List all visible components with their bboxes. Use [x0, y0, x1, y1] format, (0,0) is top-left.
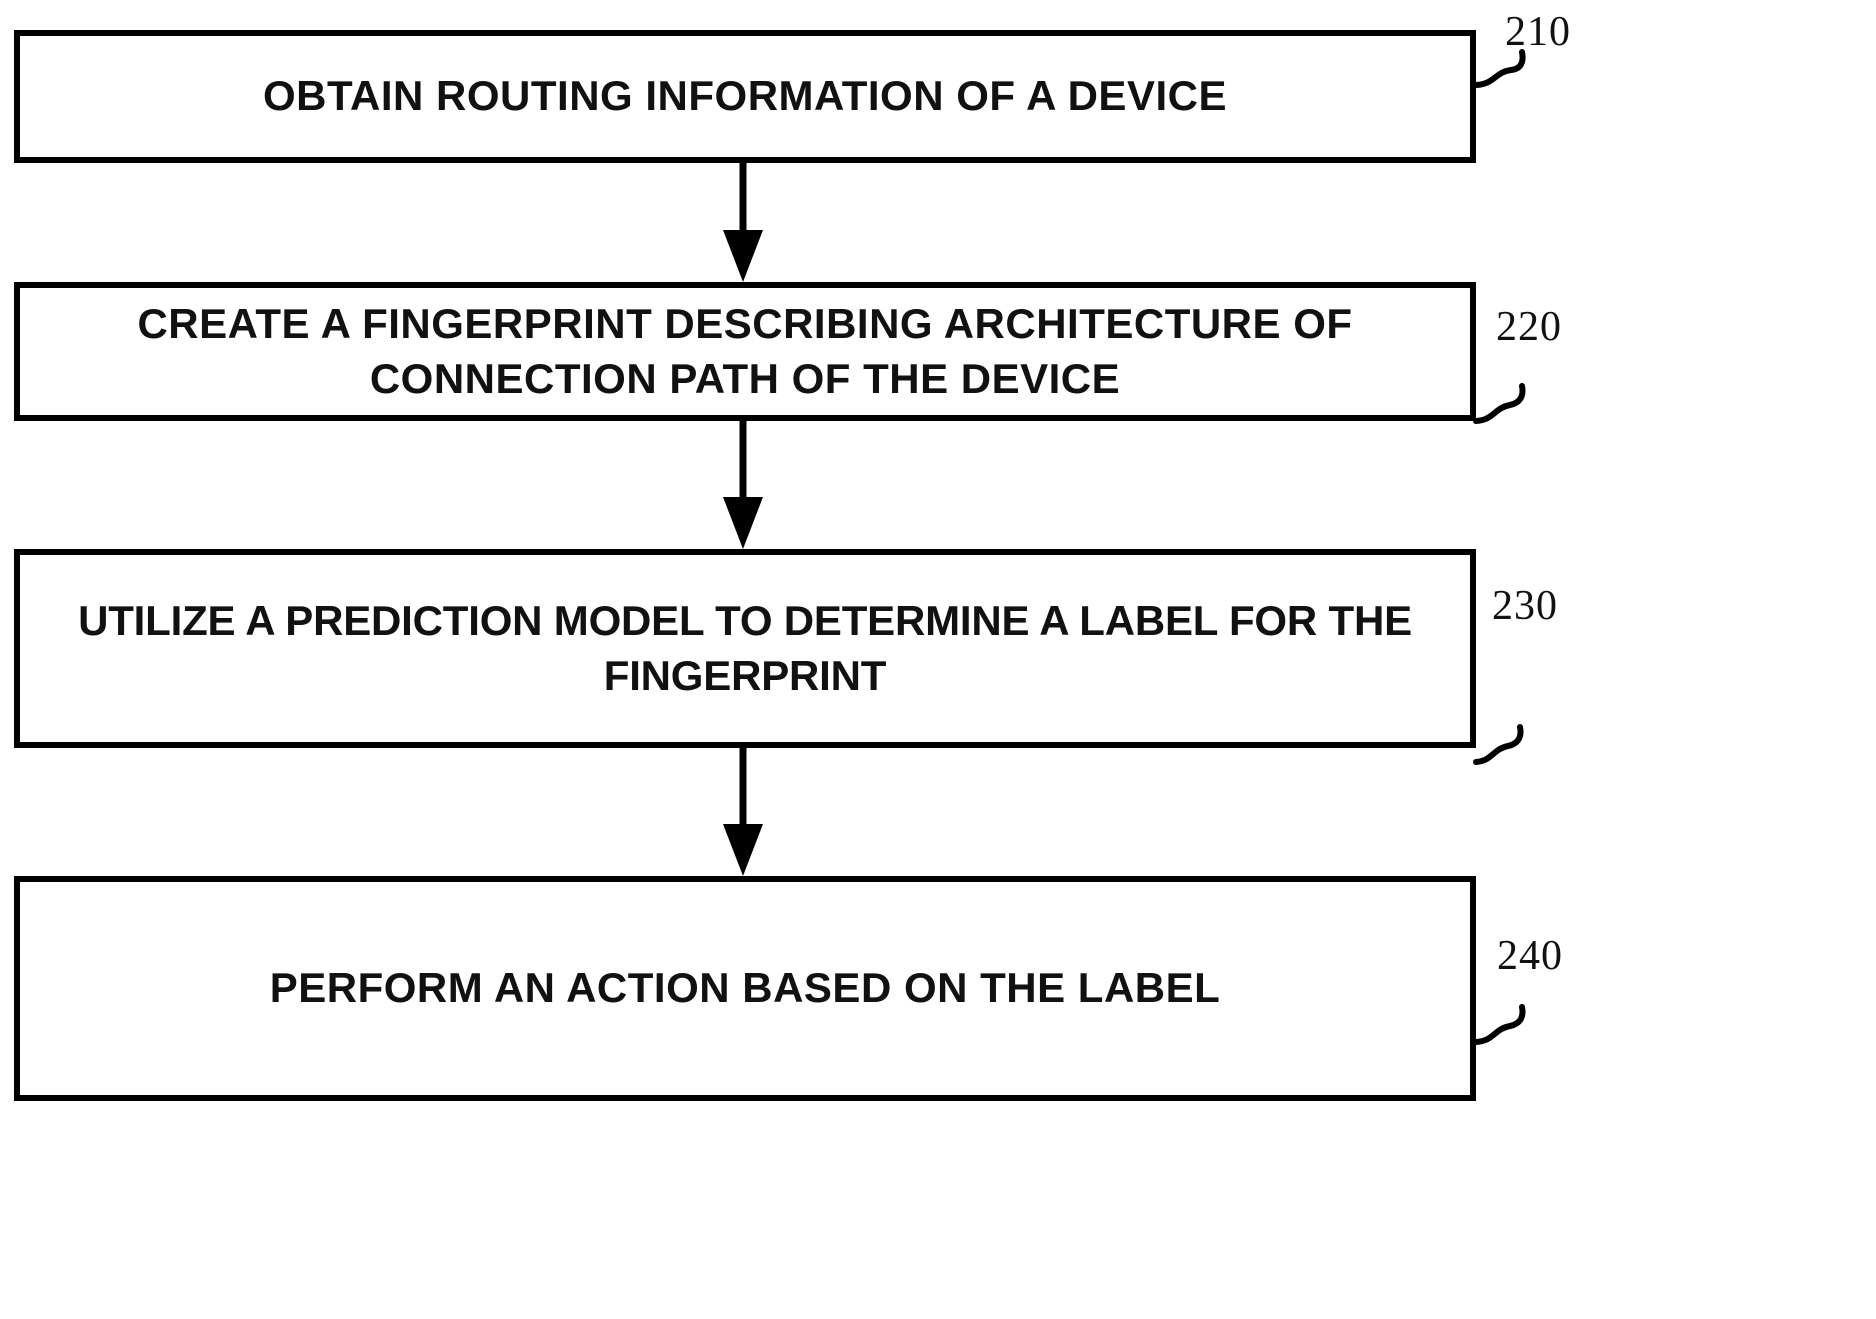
reference-numeral-220: 220	[1496, 304, 1562, 350]
process-box-240: PERFORM AN ACTION BASED ON THE LABEL	[14, 876, 1476, 1101]
arrow-210-to-220-icon	[723, 163, 763, 282]
leader-line-240	[1473, 1004, 1526, 1045]
reference-numeral-210: 210	[1505, 9, 1571, 55]
leader-line-230	[1473, 724, 1524, 765]
leader-line-210	[1473, 49, 1526, 88]
arrow-230-to-240-icon	[723, 748, 763, 876]
reference-numeral-240: 240	[1497, 933, 1563, 979]
process-box-220: CREATE A FINGERPRINT DESCRIBING ARCHITEC…	[14, 282, 1476, 421]
arrow-220-to-230-icon	[723, 421, 763, 549]
process-box-210-label: OBTAIN ROUTING INFORMATION OF A DEVICE	[263, 72, 1227, 120]
reference-numeral-230: 230	[1492, 583, 1558, 629]
process-box-240-label: PERFORM AN ACTION BASED ON THE LABEL	[269, 964, 1221, 1012]
process-box-230-label: UTILIZE A PREDICTION MODEL TO DETERMINE …	[78, 596, 1412, 699]
process-box-220-label: CREATE A FINGERPRINT DESCRIBING ARCHITEC…	[137, 299, 1353, 402]
leader-line-220	[1473, 383, 1526, 424]
process-box-210: OBTAIN ROUTING INFORMATION OF A DEVICE	[14, 30, 1476, 163]
process-box-230: UTILIZE A PREDICTION MODEL TO DETERMINE …	[14, 549, 1476, 748]
